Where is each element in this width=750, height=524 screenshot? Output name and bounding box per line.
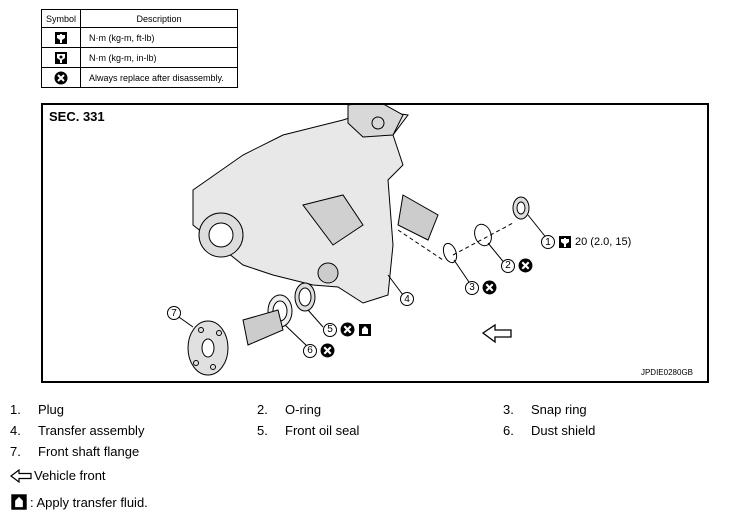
symbol-description: N·m (kg-m, in-lb) bbox=[80, 47, 238, 68]
callout-4: 4 bbox=[400, 292, 414, 306]
figure-code: JPDIE0280GB bbox=[640, 368, 693, 377]
legend-item: 6.Dust shield bbox=[503, 423, 596, 438]
vehicle-front-note: Vehicle front bbox=[10, 468, 106, 483]
replace-x-icon bbox=[518, 258, 533, 273]
description-header: Description bbox=[80, 9, 238, 28]
apply-fluid-icon bbox=[11, 494, 27, 510]
legend-item: 3.Snap ring bbox=[503, 402, 587, 417]
exploded-view-figure: SEC. 331 bbox=[41, 103, 709, 383]
section-label: SEC. 331 bbox=[49, 109, 105, 124]
replace-x-icon bbox=[482, 280, 497, 295]
callout-3: 3 bbox=[465, 280, 497, 295]
legend-item: 1.Plug bbox=[10, 402, 65, 417]
callout-6: 6 bbox=[303, 343, 335, 358]
replace-x-icon bbox=[340, 322, 355, 337]
callout-7: 7 bbox=[167, 306, 181, 320]
callout-2: 2 bbox=[501, 258, 533, 273]
legend-item: 2.O-ring bbox=[257, 402, 322, 417]
apply-fluid-note: : Apply transfer fluid. bbox=[10, 493, 148, 511]
symbol-description: N·m (kg-m, ft-lb) bbox=[80, 27, 238, 48]
symbol-table: Symbol Description N·m (kg-m, ft-lb) N·m… bbox=[41, 9, 238, 88]
replace-x-icon bbox=[320, 343, 335, 358]
apply-fluid-icon bbox=[359, 323, 371, 336]
replace-x-icon bbox=[41, 67, 81, 88]
transfer-exploded-drawing bbox=[175, 105, 549, 376]
torque-wrench-icon bbox=[559, 236, 571, 248]
vehicle-front-arrow-icon bbox=[10, 468, 32, 483]
callout-5: 5 bbox=[323, 322, 372, 337]
symbol-description: Always replace after disassembly. bbox=[80, 67, 238, 88]
symbol-header: Symbol bbox=[41, 9, 81, 28]
legend-item: 7.Front shaft flange bbox=[10, 444, 140, 459]
torque-value: 20 (2.0, 15) bbox=[575, 236, 632, 248]
callout-1: 1 20 (2.0, 15) bbox=[541, 235, 631, 249]
legend-item: 5.Front oil seal bbox=[257, 423, 360, 438]
torque-wrench-icon bbox=[41, 27, 81, 48]
torque-wrench-small-icon bbox=[41, 47, 81, 68]
vehicle-front-arrow-icon bbox=[481, 323, 512, 344]
legend-item: 4.Transfer assembly bbox=[10, 423, 145, 438]
